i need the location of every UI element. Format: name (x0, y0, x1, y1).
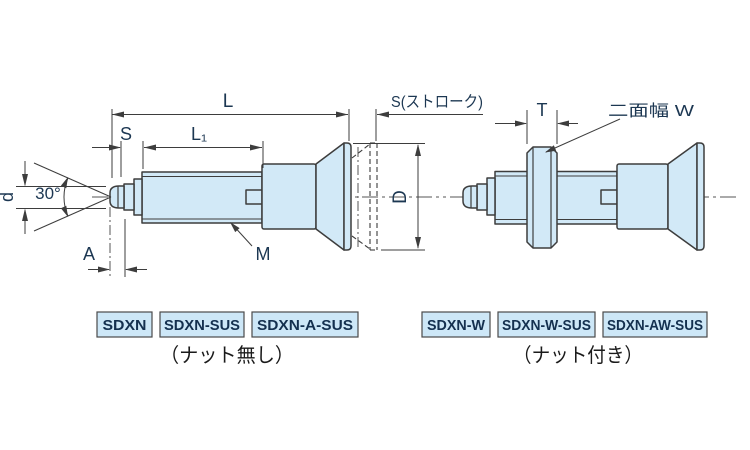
dim-label-D: D (390, 190, 411, 204)
arrowhead (144, 144, 156, 151)
model-box (421, 311, 491, 338)
arrowhead (415, 237, 421, 249)
angle-line (33, 196, 112, 232)
left-model-group: SDXN SDXN-SUS SDXN-A-SUS （ナット無し） (96, 311, 359, 367)
model-box (159, 311, 245, 338)
left-knob-face (343, 142, 352, 251)
dim-label-width-across-flats: 二面幅 W (608, 102, 695, 120)
left-lock-tab (245, 189, 263, 205)
model-label: SDXN (103, 317, 147, 334)
right-view-dimensions: T 二面幅 W (495, 100, 695, 153)
arrowhead (377, 111, 389, 118)
arrowhead (60, 177, 68, 189)
right-knob-hub (616, 163, 669, 230)
dim-label-T: T (537, 100, 548, 120)
arrowhead (515, 120, 527, 127)
left-knob-hub (261, 163, 317, 230)
dim-label-S: S (120, 124, 132, 144)
arrowhead (109, 144, 121, 151)
right-model-group: SDXN-W SDXN-W-SUS SDXN-AW-SUS （ナット付き） (421, 311, 708, 367)
right-knob-face (696, 142, 705, 251)
arrowhead (545, 145, 557, 153)
right-view-drawing (450, 142, 740, 251)
model-box (251, 311, 359, 338)
model-label: SDXN-A-SUS (257, 317, 353, 334)
arrowhead (22, 174, 28, 187)
model-box (96, 311, 153, 338)
arrowhead (557, 120, 569, 127)
left-caption: （ナット無し） (160, 344, 294, 367)
model-label: SDXN-W-SUS (502, 317, 591, 334)
left-pin-neck (123, 183, 135, 211)
right-knob-cone (667, 142, 698, 251)
left-pin-collar (133, 178, 143, 216)
dim-label-angle: 30° (35, 184, 61, 203)
dim-label-M: M (256, 244, 271, 264)
leader-line-W (545, 118, 621, 153)
dim-label-d: d (0, 192, 17, 202)
arrowhead (415, 144, 421, 156)
arrowhead (98, 266, 110, 273)
left-knob-cone (315, 142, 345, 251)
dim-label-A: A (83, 244, 95, 264)
right-pin-collar (486, 177, 496, 216)
right-caption: （ナット付き） (513, 344, 643, 367)
left-threaded-body (141, 171, 263, 224)
model-box (497, 311, 596, 338)
arrowhead (112, 111, 124, 118)
left-view-drawing (92, 142, 446, 251)
model-label: SDXN-AW-SUS (607, 317, 703, 334)
arrowhead (230, 222, 240, 233)
right-pin-neck (476, 183, 488, 211)
dim-label-L: L (223, 91, 234, 112)
arrowhead (336, 111, 348, 118)
angle-line (33, 162, 112, 198)
arrowhead (125, 266, 137, 273)
model-label: SDXN-SUS (164, 317, 240, 334)
model-box (602, 311, 708, 338)
left-pin-nose (109, 185, 125, 209)
right-hex-nut (526, 146, 558, 249)
arrowhead (250, 144, 262, 151)
dim-label-L1: L₁ (191, 124, 207, 144)
right-pin-nose (462, 185, 478, 209)
right-lock-tab (600, 189, 618, 205)
model-label: SDXN-W (427, 317, 486, 334)
arrowhead (22, 208, 28, 221)
dim-label-stroke-note: S(ストローク) (391, 93, 483, 111)
arrowhead (60, 205, 68, 217)
left-view-dimensions: L S(ストローク) S L₁ d 30° (0, 91, 483, 277)
